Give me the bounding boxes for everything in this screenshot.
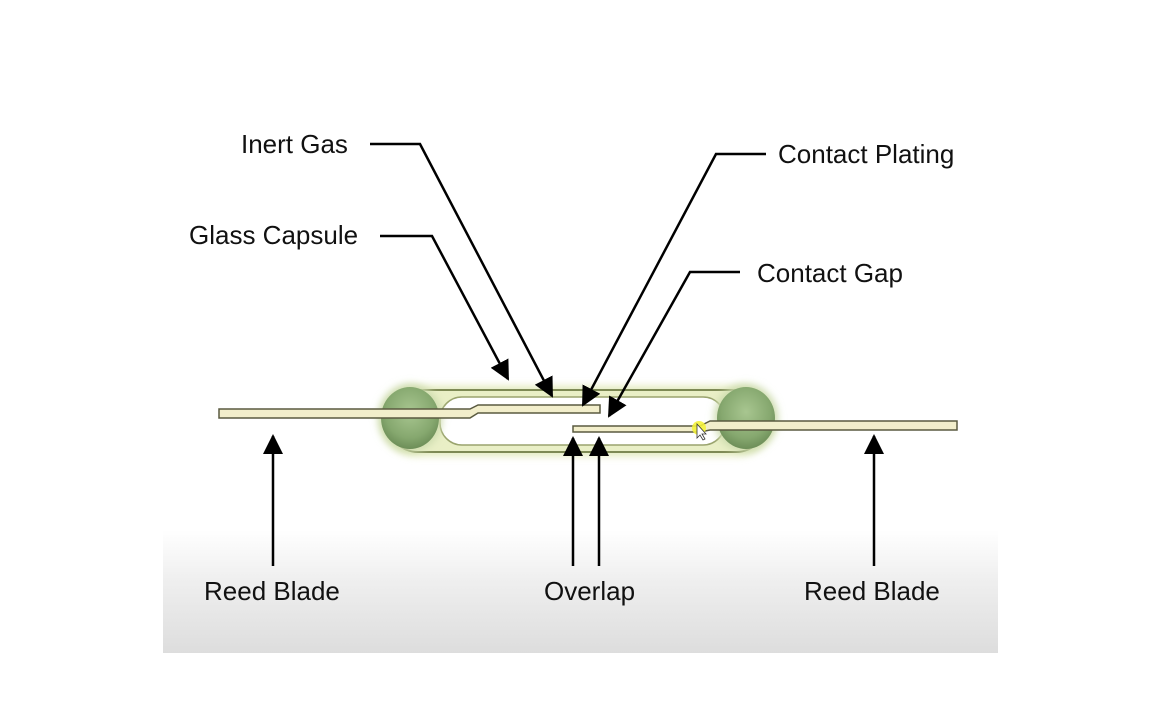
label-reed-blade-left: Reed Blade [204,576,340,606]
label-reed-blade-right: Reed Blade [804,576,940,606]
pointer-inert-gas [370,142,554,398]
slide-background [163,40,998,653]
label-overlap: Overlap [544,576,636,606]
reed-blade-left [218,404,601,419]
pointer-contact-plating [581,152,766,407]
label-contact-gap: Contact Gap [757,258,903,288]
label-contact-plating: Contact Plating [778,139,955,169]
pointer-contact-gap [607,270,740,418]
label-glass-capsule: Glass Capsule [189,220,359,250]
label-inert-gas: Inert Gas [241,129,348,159]
right-glass-seal [714,384,778,452]
mouse-cursor-icon [692,421,707,441]
pointer-glass-capsule [380,234,510,381]
